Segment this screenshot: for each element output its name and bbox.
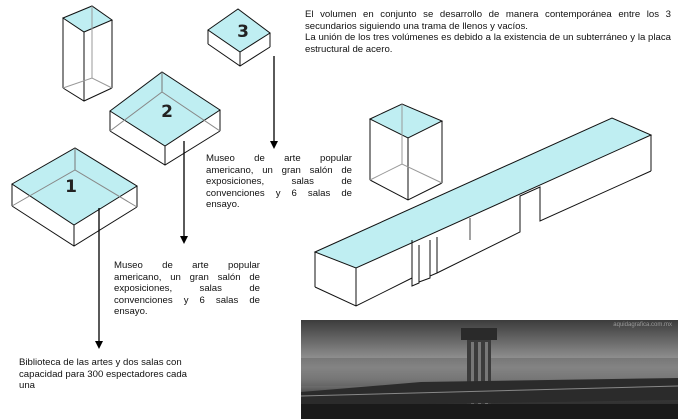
volume-2-number: 2 xyxy=(161,102,173,122)
tower-box xyxy=(61,5,114,102)
volume-1-box xyxy=(11,147,138,247)
volume-3-description: Museo de arte popular americano, un gran… xyxy=(206,153,352,211)
volume-2-box xyxy=(109,71,221,166)
volume-1-number: 1 xyxy=(65,177,77,197)
slab-building xyxy=(313,117,653,307)
intro-line-1: El volumen en conjunto se desarrollo de … xyxy=(305,9,671,32)
volume-2-description: Museo de arte popular americano, un gran… xyxy=(114,260,260,318)
intro-text: El volumen en conjunto se desarrollo de … xyxy=(305,9,671,55)
building-photo-scene xyxy=(301,328,678,419)
cube-box xyxy=(368,103,444,201)
intro-line-2: La unión de los tres volúmenes es debido… xyxy=(305,32,671,55)
volume-3-box xyxy=(207,8,271,67)
volume-3-number: 3 xyxy=(237,22,249,42)
photo-watermark: aquidagrafica.com.mx xyxy=(613,322,672,328)
building-photo: aquidagrafica.com.mx xyxy=(301,320,678,419)
volume-1-description: Biblioteca de las artes y dos salas con … xyxy=(19,357,188,392)
